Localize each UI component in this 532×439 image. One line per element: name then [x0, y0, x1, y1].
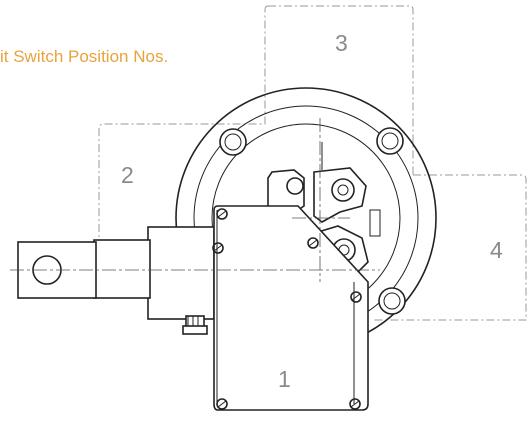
cover-screw-right — [350, 291, 362, 303]
zone-outline-3 — [268, 5, 414, 175]
position-label-4: 4 — [490, 237, 503, 263]
shaft-housing — [147, 226, 215, 320]
zone-outline-2 — [98, 5, 269, 271]
cover-screw-bottom-right — [349, 398, 361, 410]
cover-screw-mid-right — [307, 237, 319, 249]
flange-bolt-bottom-right — [378, 287, 406, 315]
flange-bolt-top-left — [219, 128, 247, 156]
cam-screw-upper-left — [286, 177, 304, 195]
position-label-2: 2 — [121, 162, 134, 188]
cover-screw-bottom-left — [216, 398, 228, 410]
shaft-sleeve — [93, 239, 151, 299]
zone-outline-4 — [372, 174, 527, 321]
position-label-3: 3 — [335, 30, 348, 56]
cam-plate-right — [313, 167, 367, 223]
flange-bolt-top-right — [376, 127, 404, 155]
position-label-1: 1 — [278, 366, 291, 392]
cam-key — [369, 209, 381, 237]
cover-screw-mid-left — [212, 242, 224, 254]
cable-gland — [182, 315, 208, 335]
diagram-caption: it Switch Position Nos. — [0, 47, 168, 66]
cover-screw-top-left — [216, 208, 228, 220]
cam-screw-upper-right — [331, 178, 355, 202]
cam-screw-upper-right-inner — [337, 184, 349, 196]
switch-body — [213, 205, 369, 411]
